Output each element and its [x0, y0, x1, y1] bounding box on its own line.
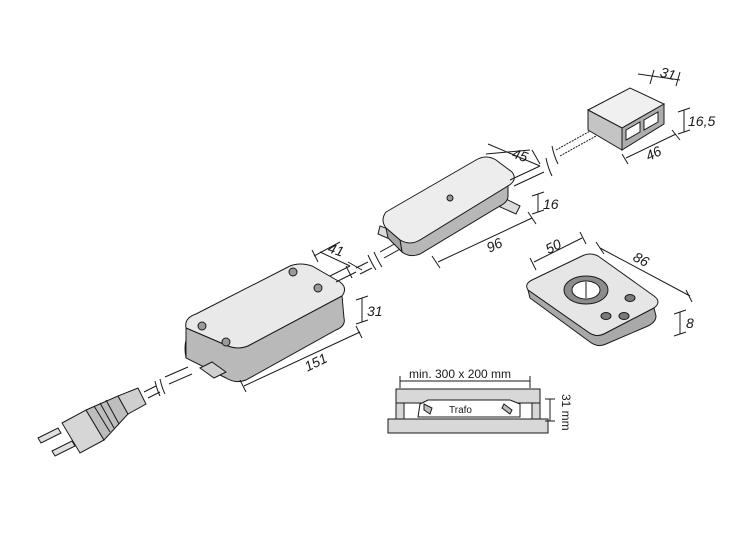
installation-depth-label: 31 mm	[559, 394, 573, 431]
plug-transformer-unit	[184, 263, 357, 383]
plug-unit-length-label: 151	[302, 350, 330, 375]
installation-section	[387, 376, 555, 434]
remote-length-label: 86	[631, 249, 652, 271]
driver-box	[377, 156, 545, 257]
driver-length-label: 96	[484, 234, 505, 255]
driver-height-label: 16	[543, 196, 559, 212]
plug-unit-width-label: 41	[326, 240, 346, 260]
remote-height-label: 8	[686, 315, 694, 331]
cable-break-2	[545, 129, 597, 177]
dimension-lines	[239, 69, 693, 393]
cable-break	[355, 241, 403, 275]
driver-width-label: 45	[510, 145, 530, 165]
cutout-size-label: min. 300 x 200 mm	[409, 367, 511, 381]
junction-height-label: 16,5	[688, 113, 715, 129]
power-plug	[37, 366, 193, 457]
remote-control	[526, 253, 659, 347]
plug-unit-height-label: 31	[367, 303, 383, 319]
remote-width-label: 50	[543, 236, 564, 257]
trafo-label: Trafo	[449, 405, 472, 416]
junction-box	[586, 87, 666, 151]
junction-length-label: 46	[643, 142, 664, 163]
junction-width-label: 31	[658, 64, 677, 83]
